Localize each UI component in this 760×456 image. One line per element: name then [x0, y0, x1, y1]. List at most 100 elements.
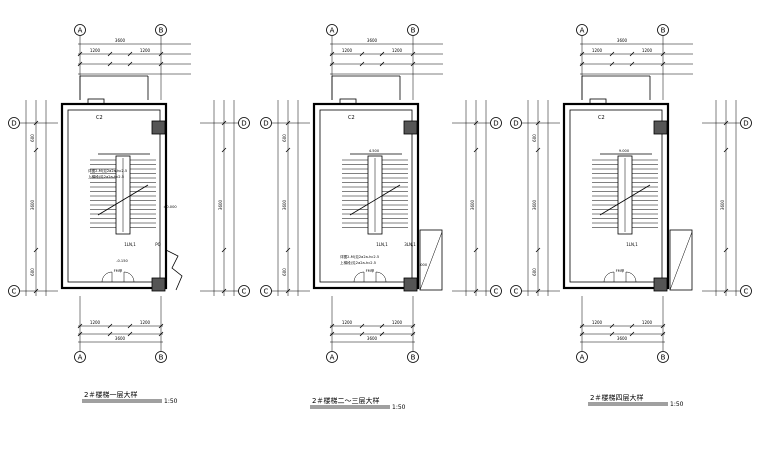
door-swing [375, 271, 387, 283]
plan-title: 2＃楼梯一层大样 [84, 390, 137, 399]
dim-tick [33, 247, 39, 253]
elevation: 3.000 [417, 263, 428, 267]
dim-tick [33, 147, 39, 153]
dim-tick [127, 331, 133, 337]
dim-tick [285, 247, 291, 253]
column [151, 277, 166, 292]
dim-tick [221, 288, 227, 294]
dim-tick [107, 51, 113, 57]
dim-text: 3600 [617, 38, 628, 43]
dim-tick [127, 51, 133, 57]
dim-tick [579, 323, 585, 329]
dim-text: 1200 [90, 320, 101, 325]
axis-bubble: D [740, 117, 752, 129]
stair-wall-inner [67, 109, 161, 283]
axis-bubble: D [8, 117, 20, 129]
axis-label: C [12, 288, 17, 296]
plan-scale: 1:50 [392, 404, 406, 411]
axis-circle [326, 24, 338, 36]
dim-text: 1200 [140, 320, 151, 325]
dim-tick [579, 61, 585, 67]
axis-bubble: D [260, 117, 272, 129]
side-label: PQ [155, 242, 161, 247]
stair-well [115, 155, 131, 235]
dim-tick [629, 61, 635, 67]
dim-text: 1200 [392, 48, 403, 53]
dim-tick [127, 323, 133, 329]
dim-tick [359, 61, 365, 67]
dim-tick [359, 323, 365, 329]
dim-tick [33, 120, 39, 126]
axis-circle [740, 117, 752, 129]
dim-text: 600 [282, 268, 287, 276]
stair-wall-inner [569, 109, 663, 283]
dim-tick [33, 288, 39, 294]
dim-tick [629, 51, 635, 57]
dim-tick [660, 61, 666, 67]
dim-text: 3600 [218, 199, 223, 210]
axis-label: C [242, 288, 247, 296]
dim-tick [473, 120, 479, 126]
stair-note: 详图2-M(见2a2a-hc2.5 [340, 254, 379, 259]
window [589, 98, 607, 105]
axis-label: B [159, 27, 164, 35]
axis-circle [260, 117, 272, 129]
axis-bubble: D [238, 117, 250, 129]
stair-wall [312, 102, 420, 290]
elevation: 4.500 [369, 149, 380, 153]
window [87, 98, 105, 105]
room-label: C2 [348, 115, 355, 121]
dim-tick [473, 247, 479, 253]
door-label: FM甲 [366, 268, 375, 273]
window [339, 98, 357, 105]
dim-tick [379, 61, 385, 67]
axis-label: B [411, 354, 416, 362]
axis-circle [657, 24, 669, 36]
axis-label: A [78, 27, 83, 35]
column [403, 120, 418, 135]
axis-circle [576, 24, 588, 36]
stair-plans: A B A B D C D C 3600 1200 1200 1200 1200 3600 600 3600 6… [8, 24, 752, 411]
stair-note: 上梯段(见2a2a-hc2.5 [340, 260, 376, 265]
dim-text: 3600 [115, 336, 126, 341]
stair-name: 1LN,1 [626, 242, 638, 247]
axis-label: B [411, 27, 416, 35]
axis-bubble: A [576, 351, 588, 363]
dim-text: 1200 [642, 48, 653, 53]
dim-tick [379, 323, 385, 329]
dim-tick [535, 120, 541, 126]
door-label: FM甲 [114, 268, 123, 273]
dim-tick [158, 61, 164, 67]
dim-text: 3600 [617, 336, 628, 341]
axis-circle [510, 285, 522, 297]
dim-text: 1200 [140, 48, 151, 53]
dim-tick [609, 61, 615, 67]
dim-tick [535, 147, 541, 153]
dim-tick [473, 147, 479, 153]
dim-text: 600 [30, 134, 35, 142]
dim-tick [77, 323, 83, 329]
axis-bubble: C [8, 285, 20, 297]
dim-tick [285, 120, 291, 126]
axis-bubble: B [657, 24, 669, 36]
side-label: 3LN,1 [404, 242, 416, 247]
stair-wall [562, 102, 670, 290]
column [653, 120, 668, 135]
axis-circle [576, 351, 588, 363]
dim-tick [158, 51, 164, 57]
dim-tick [77, 51, 83, 57]
dim-tick [221, 247, 227, 253]
dim-tick [158, 331, 164, 337]
break-line [349, 184, 401, 216]
dim-tick [723, 147, 729, 153]
dim-tick [107, 331, 113, 337]
axis-circle [510, 117, 522, 129]
axis-bubble: C [490, 285, 502, 297]
door-swing [625, 271, 637, 283]
elevation: 9.000 [619, 149, 630, 153]
dim-tick [609, 323, 615, 329]
axis-circle [238, 117, 250, 129]
column [151, 120, 166, 135]
